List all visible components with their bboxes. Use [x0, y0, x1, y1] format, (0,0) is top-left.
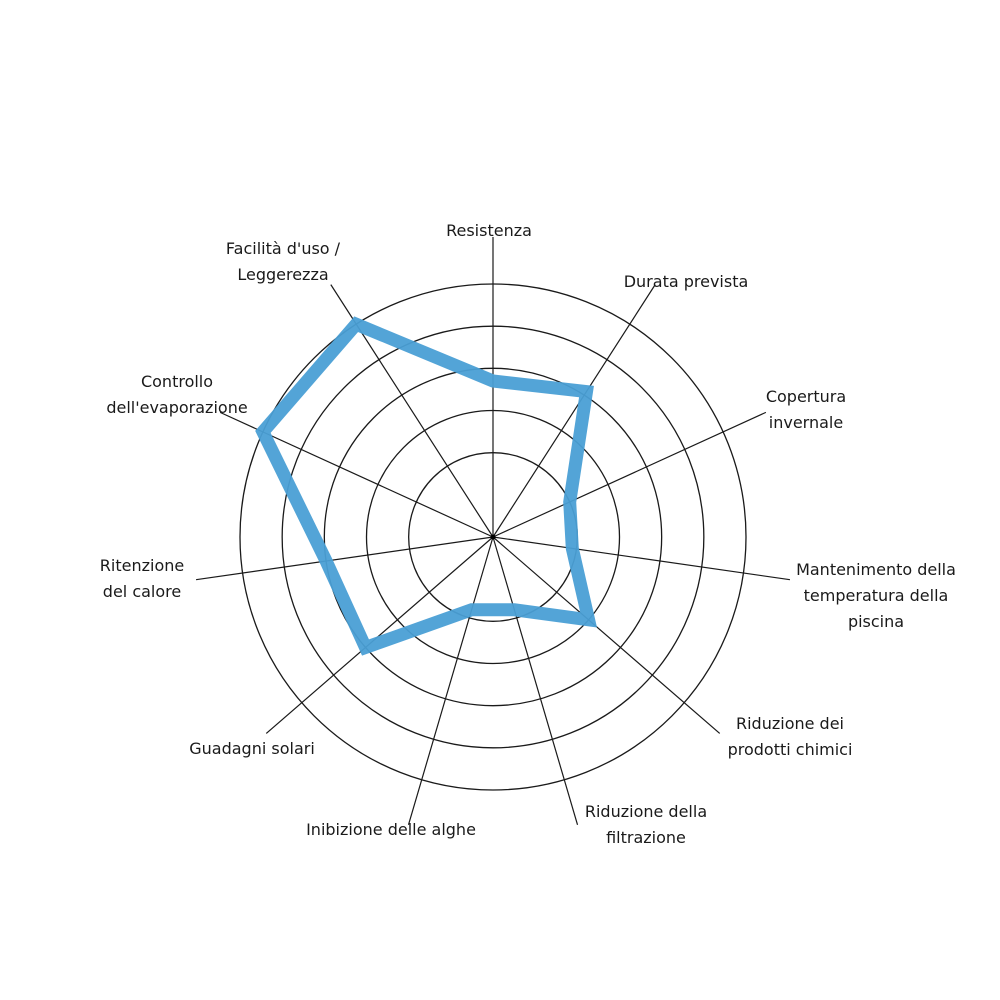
- axis-spoke: [265, 536, 494, 734]
- series-line: [255, 316, 598, 656]
- axis-spoke: [492, 536, 791, 581]
- axis-spoke: [407, 536, 494, 826]
- center-dot: [490, 534, 496, 540]
- axis-spoke: [492, 536, 579, 826]
- axis-label-facilita: Facilità d'uso /Leggerezza: [225, 239, 341, 284]
- axis-label-alghe: Inibizione delle alghe: [306, 820, 476, 839]
- axis-spoke: [492, 284, 656, 538]
- axis-label-resistenza: Resistenza: [446, 221, 532, 240]
- axis-spoke: [492, 411, 767, 538]
- axis-spoke: [492, 536, 721, 734]
- axis-label-guadagni-solari: Guadagni solari: [189, 739, 315, 758]
- axis-spoke: [195, 536, 494, 581]
- axis-label-durata: Durata prevista: [623, 272, 749, 291]
